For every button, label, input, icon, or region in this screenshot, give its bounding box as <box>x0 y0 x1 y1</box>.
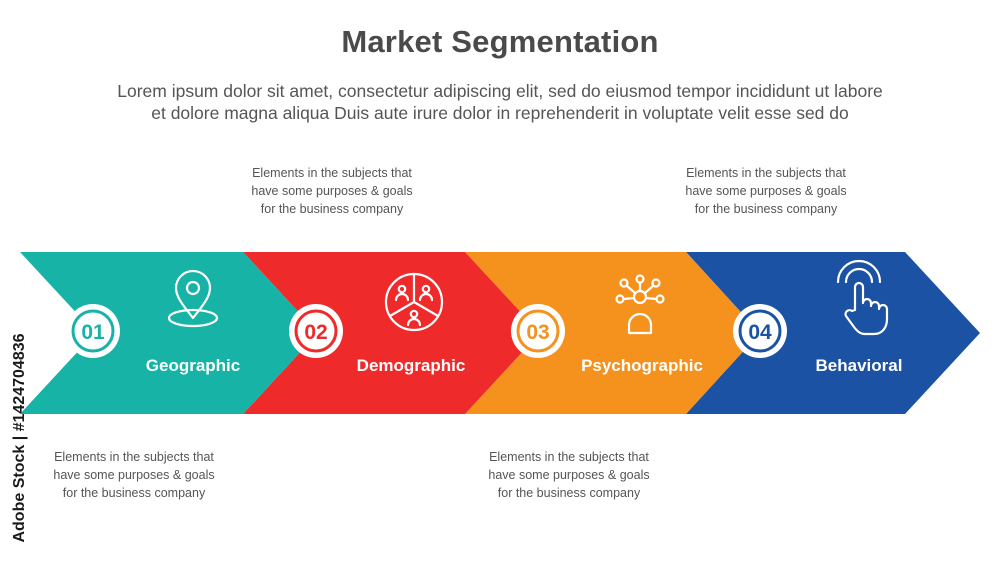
step-1-number-badge: 01 <box>66 304 120 358</box>
note-bottom-step-3: Elements in the subjects that have some … <box>459 448 679 502</box>
note-bottom-step-1: Elements in the subjects that have some … <box>24 448 244 502</box>
step-1-number: 01 <box>81 321 105 344</box>
people-pie-icon <box>384 272 444 332</box>
note-line: Elements in the subjects that <box>252 166 412 180</box>
step-3-label: Psychographic <box>581 356 703 375</box>
mind-network-icon <box>615 274 665 335</box>
segment-4-chevron <box>686 252 980 414</box>
note-line: have some purposes & goals <box>53 468 215 482</box>
step-2-label: Demographic <box>357 356 466 375</box>
location-pin-icon <box>167 269 219 328</box>
step-4-number-badge: 04 <box>733 304 787 358</box>
subtitle-line-1: Lorem ipsum dolor sit amet, consectetur … <box>117 81 883 101</box>
note-line: for the business company <box>694 202 838 216</box>
watermark-text: Adobe Stock | #1424704836 <box>11 333 28 543</box>
note-line: have some purposes & goals <box>685 184 847 198</box>
note-top-step-2: Elements in the subjects that have some … <box>222 164 442 218</box>
page-title: Market Segmentation <box>341 24 659 59</box>
note-line: for the business company <box>497 486 641 500</box>
page-subtitle: Lorem ipsum dolor sit amet, consectetur … <box>20 80 980 124</box>
stock-watermark: Adobe Stock | #1424704836 <box>6 318 34 558</box>
segment-3-chevron <box>465 252 760 414</box>
note-line: Elements in the subjects that <box>489 450 649 464</box>
note-top-step-4: Elements in the subjects that have some … <box>656 164 876 218</box>
step-3-number: 03 <box>526 321 549 344</box>
step-4-label: Behavioral <box>816 356 903 375</box>
note-line: Elements in the subjects that <box>54 450 214 464</box>
note-line: for the business company <box>260 202 404 216</box>
note-line: for the business company <box>62 486 206 500</box>
step-2-number: 02 <box>304 321 327 344</box>
segment-1-chevron <box>20 252 318 414</box>
subtitle-line-2: et dolore magna aliqua Duis aute irure d… <box>151 103 849 123</box>
segment-2-chevron <box>243 252 540 414</box>
note-line: Elements in the subjects that <box>686 166 846 180</box>
step-4-number: 04 <box>748 321 772 344</box>
tap-hand-icon <box>836 259 889 336</box>
step-3-number-badge: 03 <box>511 304 565 358</box>
step-2-number-badge: 02 <box>289 304 343 358</box>
step-1-label: Geographic <box>146 356 240 375</box>
note-line: have some purposes & goals <box>488 468 650 482</box>
note-line: have some purposes & goals <box>251 184 413 198</box>
